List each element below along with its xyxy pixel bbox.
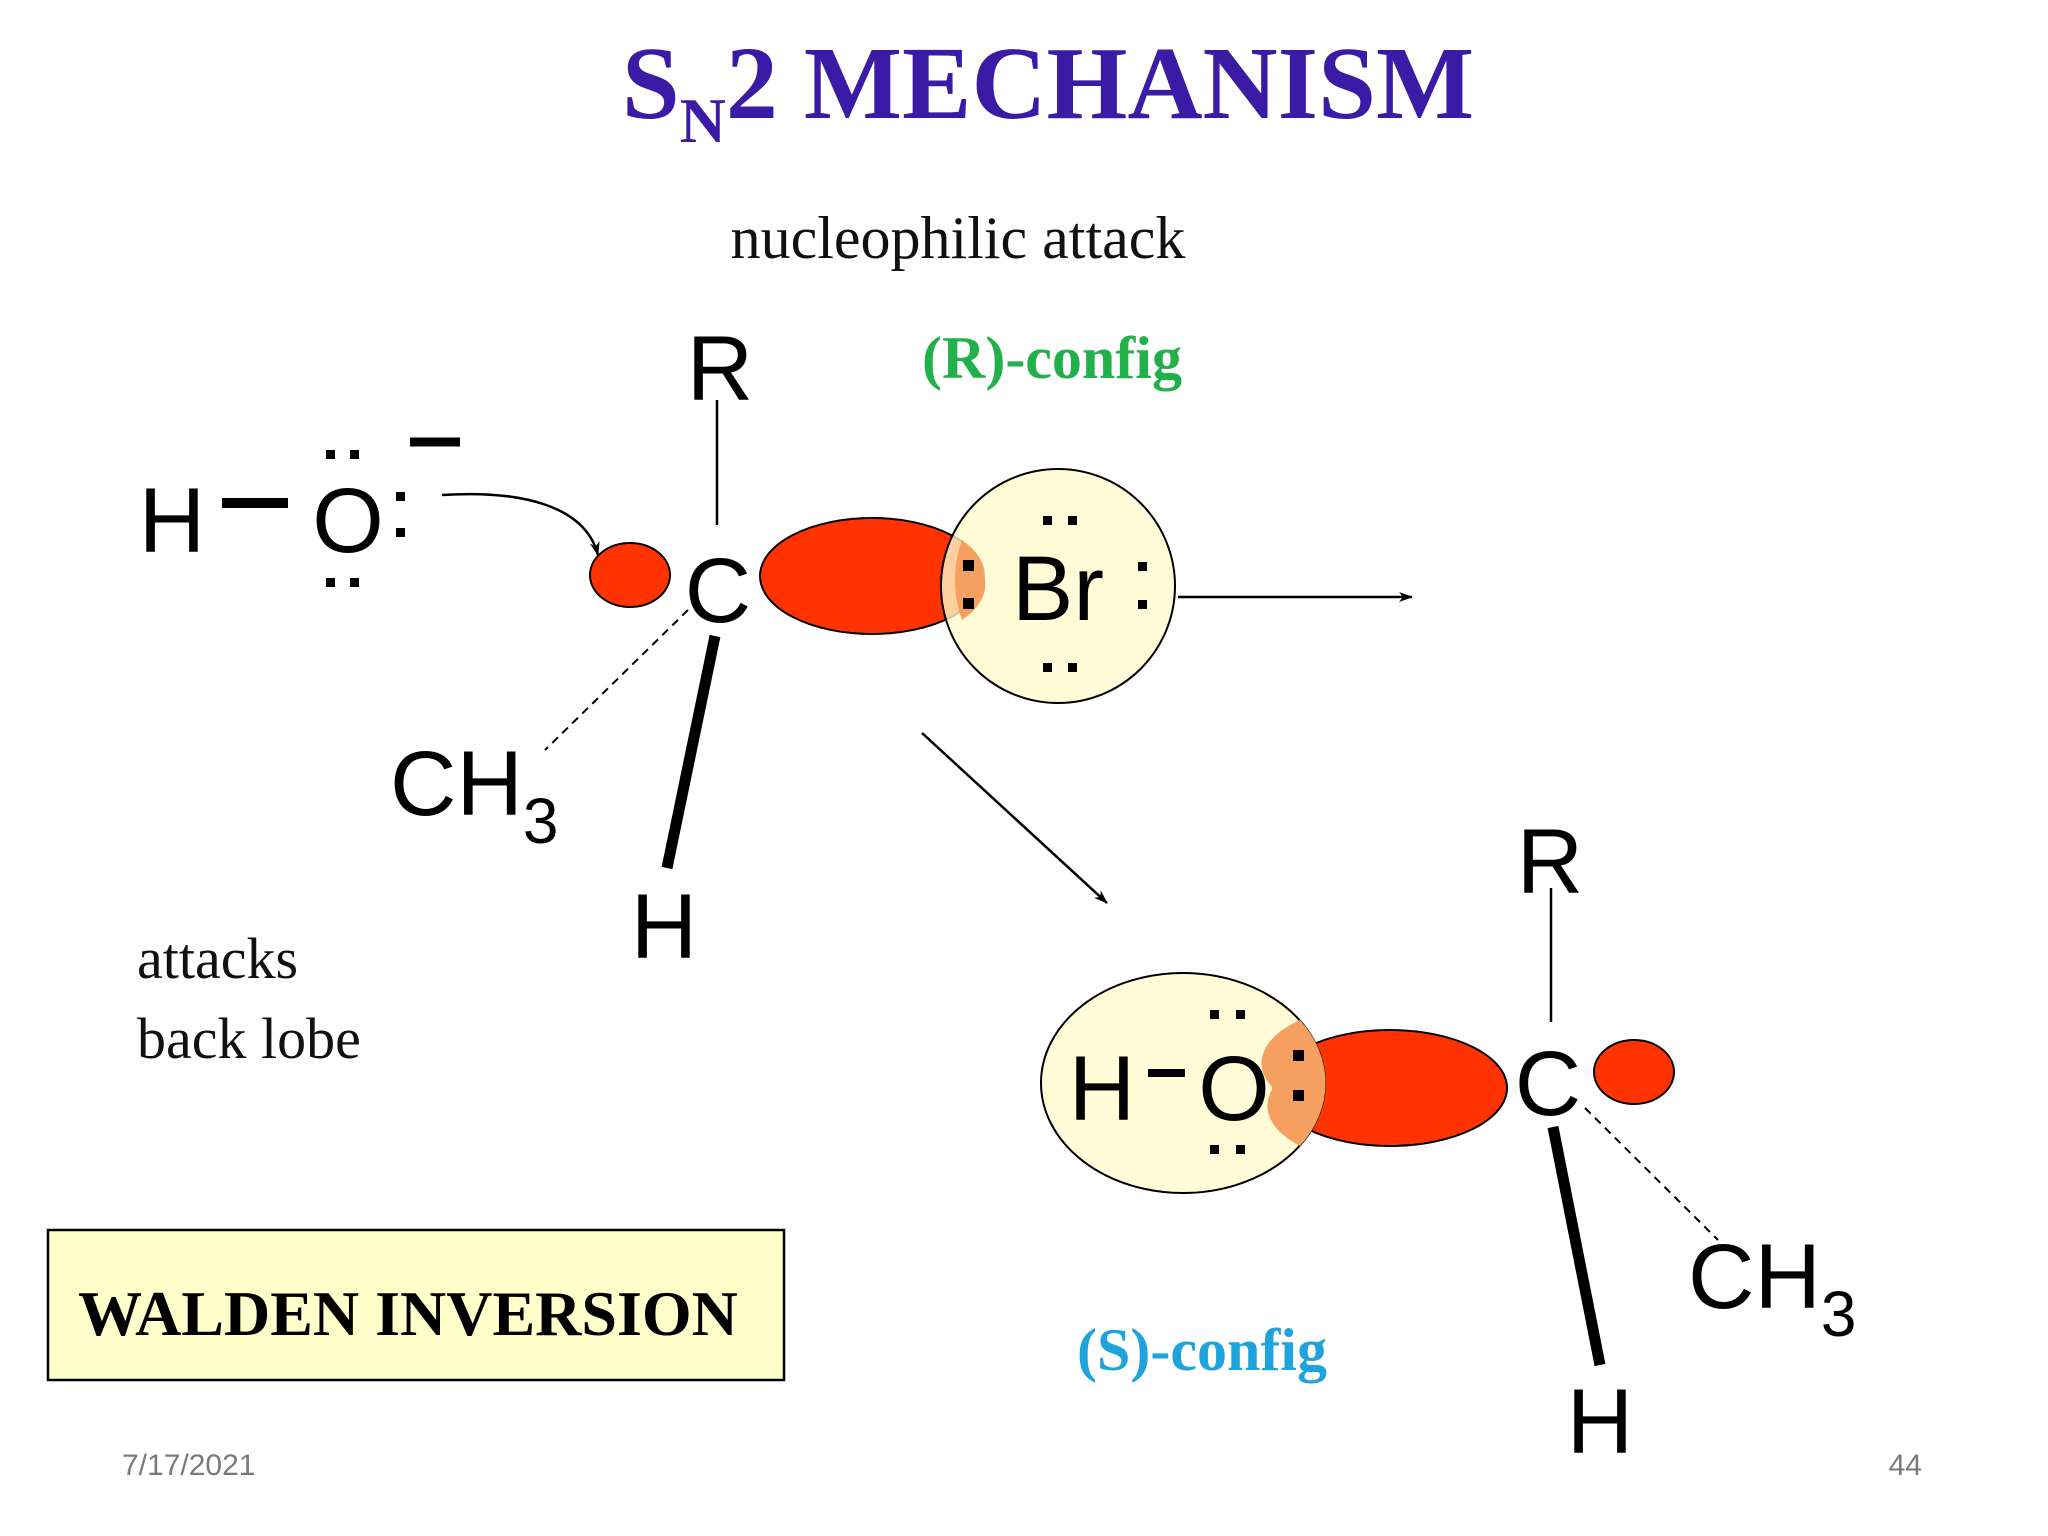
reactant-r-group: R <box>687 318 753 420</box>
bromine-atom: Br <box>1012 538 1104 640</box>
c-br-overlap <box>954 540 986 620</box>
note-line-1: attacks <box>137 926 298 991</box>
product-carbon-h-wedge-bond <box>1547 1125 1606 1367</box>
carbon-h-wedge-bond <box>661 634 721 870</box>
footer-page-number: 44 <box>1889 1449 1922 1482</box>
title-s: S <box>622 26 680 141</box>
reactant-carbon: C <box>685 540 751 642</box>
carbon-ch3-dashed-bond <box>544 609 689 751</box>
s-config-label: (S)-config <box>1077 1317 1327 1383</box>
reactant-ch3-group: CH3 <box>390 733 558 857</box>
product-h-group: H <box>1567 1371 1633 1473</box>
product-back-lobe <box>1593 1039 1675 1105</box>
product-r-group: R <box>1517 811 1583 913</box>
slide-title: SN2 MECHANISM <box>622 26 1474 156</box>
nucleophile-h: H <box>139 470 205 572</box>
o-c-overlap <box>1261 1020 1326 1146</box>
product-ch3-group: CH3 <box>1688 1226 1856 1350</box>
reaction-arrow <box>921 732 1108 904</box>
product-o: O <box>1198 1038 1270 1140</box>
bromine-lone-pairs <box>963 516 1147 672</box>
product-h: H <box>1069 1038 1135 1140</box>
nucleophile-o: O <box>312 470 384 572</box>
bromine-halo <box>940 468 1176 704</box>
back-lobe <box>589 542 671 608</box>
title-subscript-n: N <box>680 85 726 156</box>
title-rest: 2 MECHANISM <box>726 26 1474 141</box>
r-config-label: (R)-config <box>922 325 1182 391</box>
product-oxygen-lone-pairs <box>1210 1010 1304 1154</box>
footer-date: 7/17/2021 <box>122 1449 255 1482</box>
product-carbon: C <box>1515 1033 1581 1135</box>
attack-arrow <box>441 492 600 556</box>
walden-box <box>46 1228 786 1382</box>
reactant-h-group: H <box>631 876 697 978</box>
product-carbon-ch3-dashed-bond <box>1584 1107 1719 1241</box>
oxygen-lone-pairs <box>326 450 405 587</box>
subtitle: nucleophilic attack <box>731 205 1186 271</box>
walden-label: WALDEN INVERSION <box>78 1278 738 1349</box>
note-line-2: back lobe <box>137 1006 361 1071</box>
